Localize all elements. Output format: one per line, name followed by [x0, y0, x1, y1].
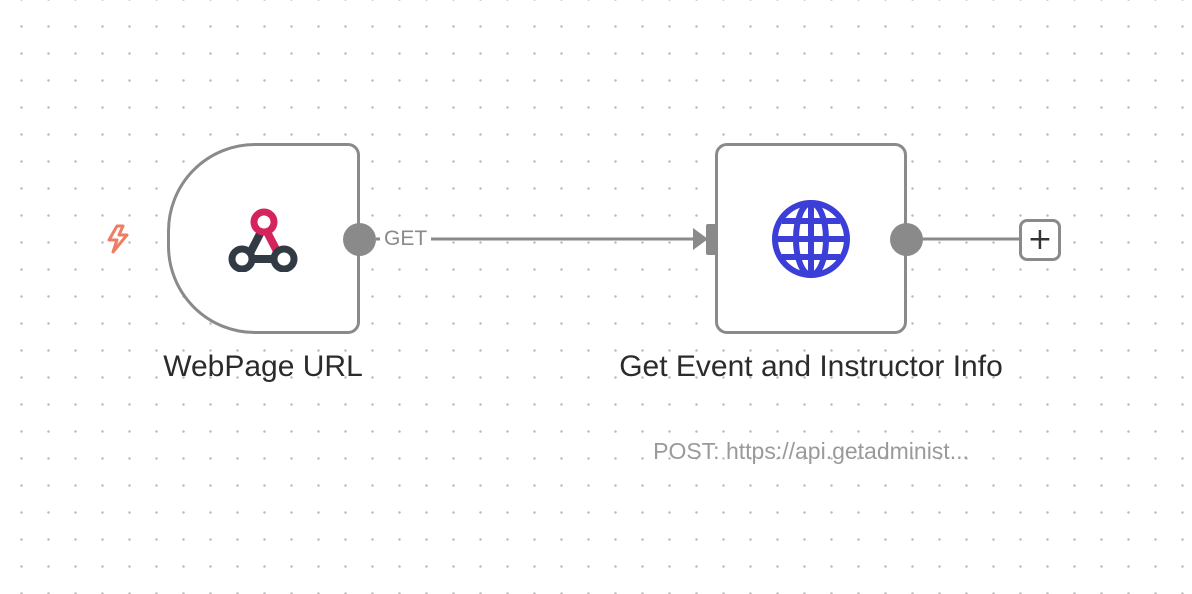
webhook-node[interactable] — [167, 143, 360, 334]
globe-icon — [772, 199, 850, 278]
add-node-button[interactable]: + — [1019, 219, 1061, 261]
webhook-output-handle[interactable] — [343, 223, 376, 256]
lightning-bolt-icon — [107, 224, 129, 254]
connection-arrowhead — [693, 228, 708, 250]
http-output-handle[interactable] — [890, 223, 923, 256]
connection-label: GET — [380, 225, 432, 253]
http-node-subtitle: POST: https://api.getadminist... — [653, 438, 969, 464]
webhook-icon — [228, 208, 297, 272]
http-node-title: Get Event and Instructor Info — [619, 350, 1003, 383]
webhook-node-title: WebPage URL — [163, 350, 363, 383]
http-request-node[interactable] — [715, 143, 907, 334]
